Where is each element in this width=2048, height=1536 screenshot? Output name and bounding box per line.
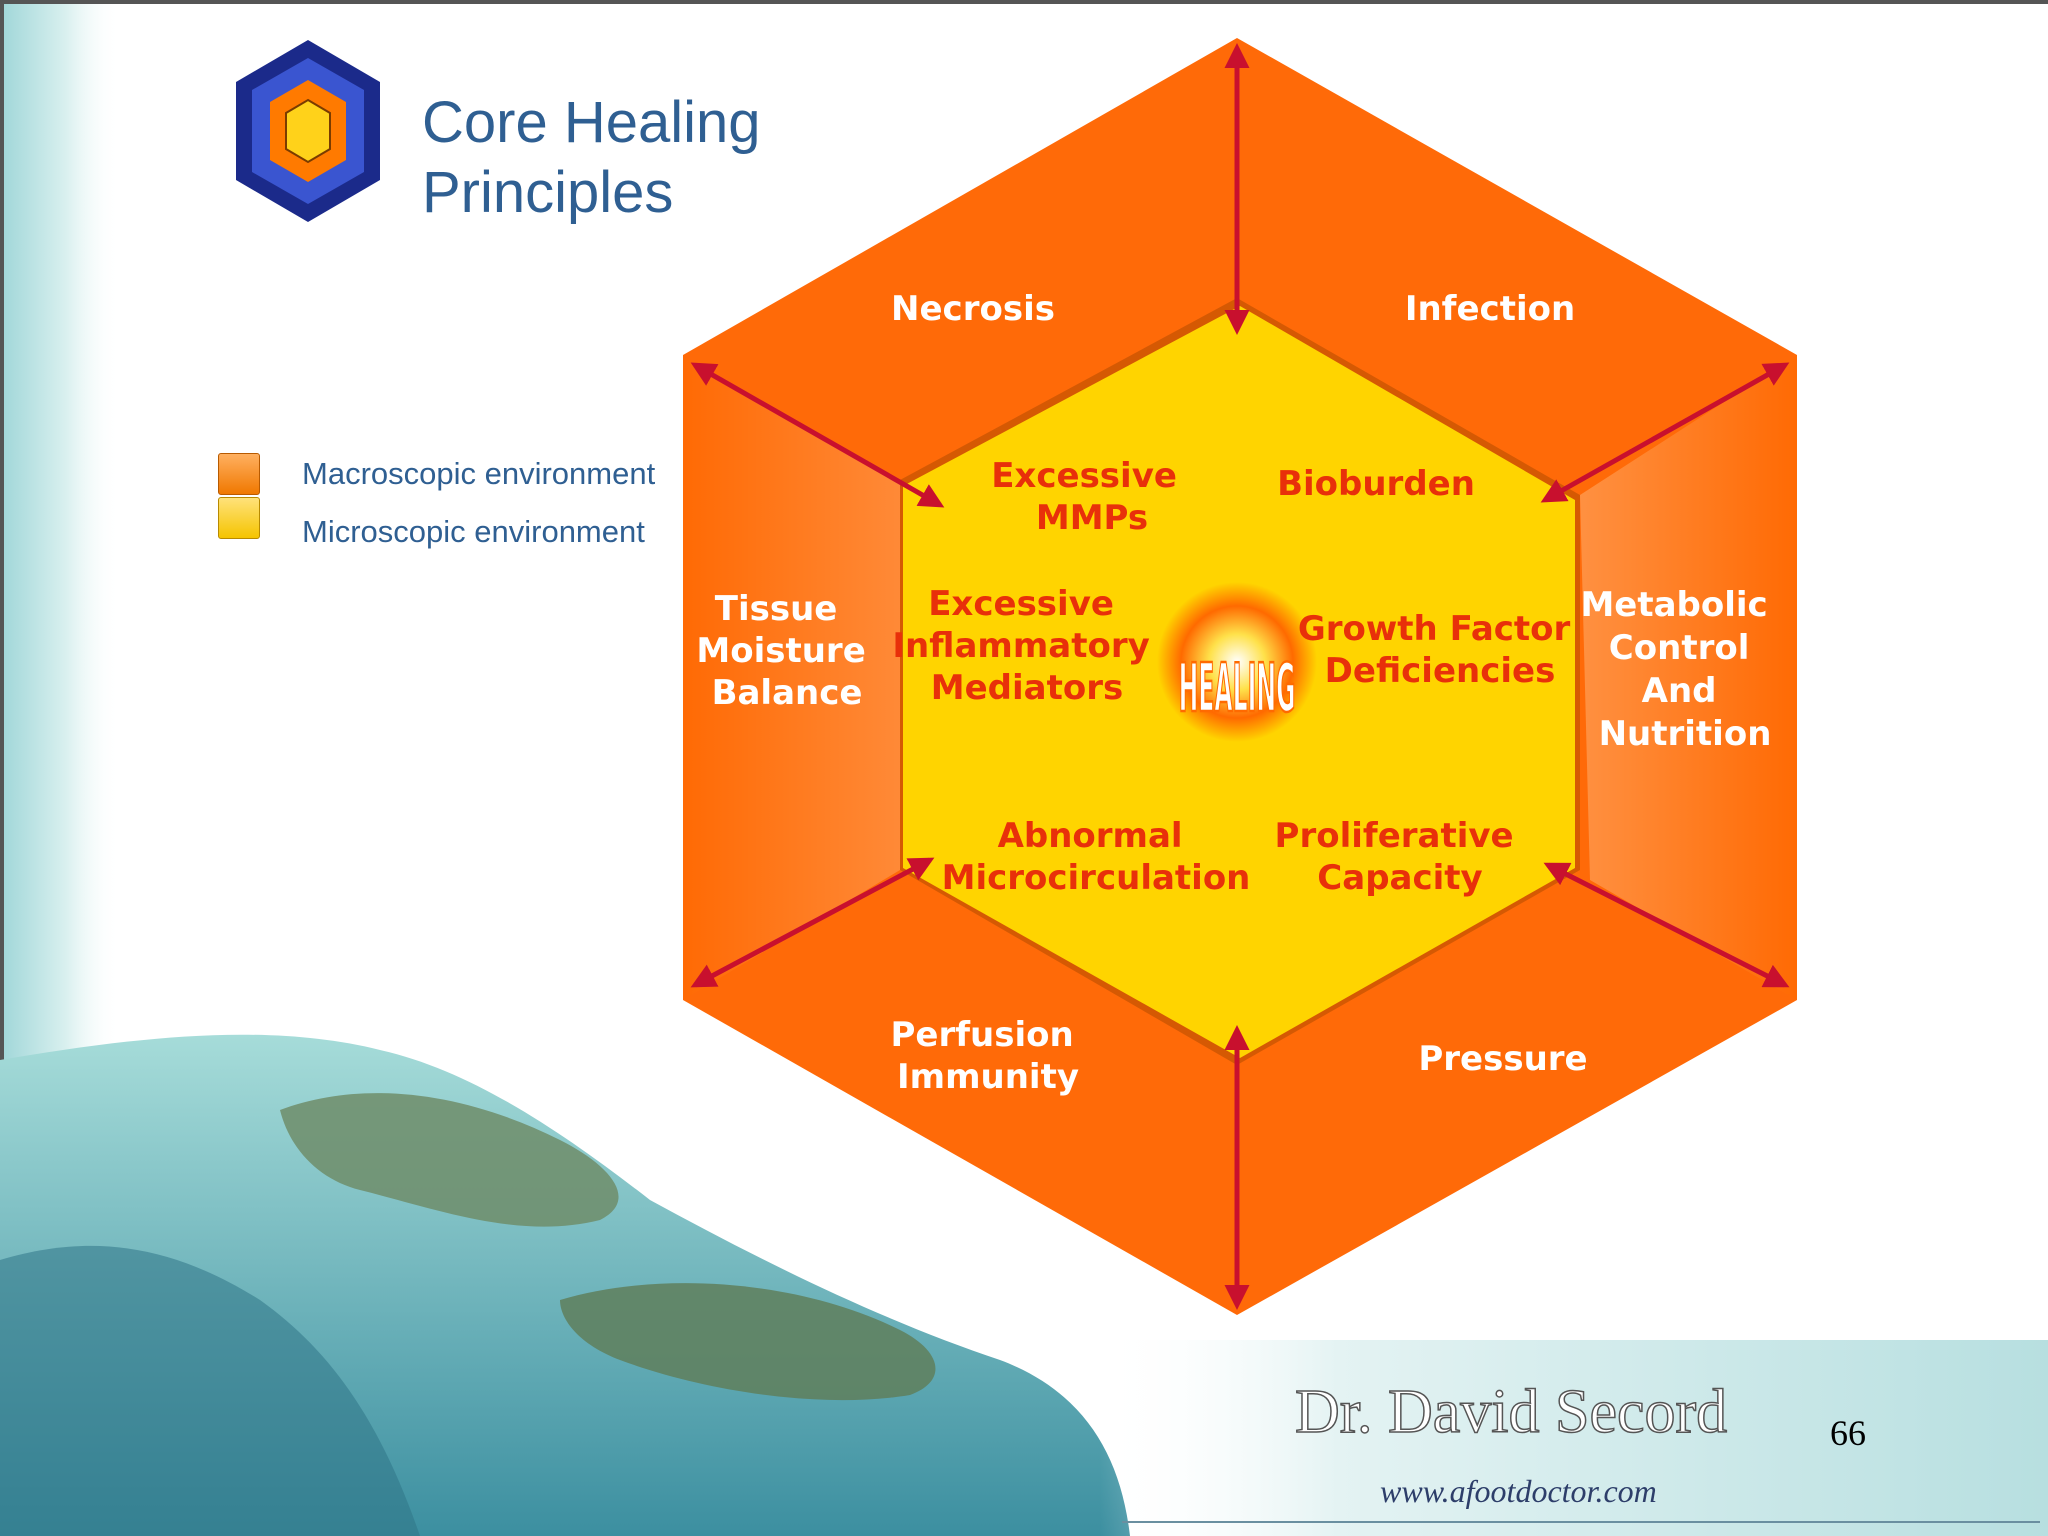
arrow-upper-left [690, 362, 945, 508]
legend-item-macroscopic: Macroscopic environment [218, 452, 655, 496]
label-proliferative-capacity: Proliferative Capacity [1275, 816, 1526, 898]
label-necrosis: Necrosis [891, 289, 1055, 329]
healing-glow [1157, 582, 1317, 742]
label-perfusion-immunity: Perfusion Immunity [890, 1015, 1085, 1097]
legend-swatch-microscopic [218, 497, 260, 539]
label-excessive-mmps: Excessive MMPs [991, 456, 1189, 538]
healing-center-label: HEALING [1179, 650, 1296, 727]
legend-label-microscopic: Microscopic environment [302, 514, 645, 549]
label-metabolic-control-nutrition: Metabolic Control And Nutrition [1580, 585, 1779, 754]
label-tissue-moisture-balance: Tissue Moisture Balance [696, 589, 877, 713]
title-line-1: Core Healing [422, 90, 761, 155]
footer-url: www.afootdoctor.com [1380, 1473, 1657, 1509]
label-excessive-inflammatory-mediators: Excessive Inflammatory Mediators [892, 584, 1161, 708]
arrow-group [690, 43, 1790, 1310]
label-bioburden: Bioburden [1277, 464, 1475, 504]
dolphin-shape [560, 1283, 936, 1401]
arrow-upper-right [1540, 362, 1790, 503]
dolphin-shape [280, 1093, 619, 1227]
page-number: 66 [1830, 1413, 1866, 1453]
slide-title: Core Healing Principles [422, 88, 761, 228]
legend-item-microscopic: Microscopic environment [218, 496, 645, 549]
hexagon-logo-icon [236, 40, 380, 222]
legend-swatch-macroscopic [218, 453, 260, 495]
label-abnormal-microcirculation: Abnormal Microcirculation [942, 816, 1251, 898]
arrow-lower-right [1543, 862, 1790, 988]
footer-signature: Dr. David Secord www.afootdoctor.com [1122, 1377, 2040, 1523]
footer-band [1100, 1340, 2048, 1536]
label-pressure: Pressure [1418, 1039, 1587, 1079]
legend-label-macroscopic: Macroscopic environment [302, 456, 656, 491]
footer-name: Dr. David Secord [1295, 1378, 1727, 1446]
title-line-2: Principles [422, 160, 674, 225]
label-infection: Infection [1405, 289, 1575, 329]
label-growth-factor-deficiencies: Growth Factor Deficiencies [1298, 609, 1582, 691]
arrow-lower-left [690, 857, 935, 988]
